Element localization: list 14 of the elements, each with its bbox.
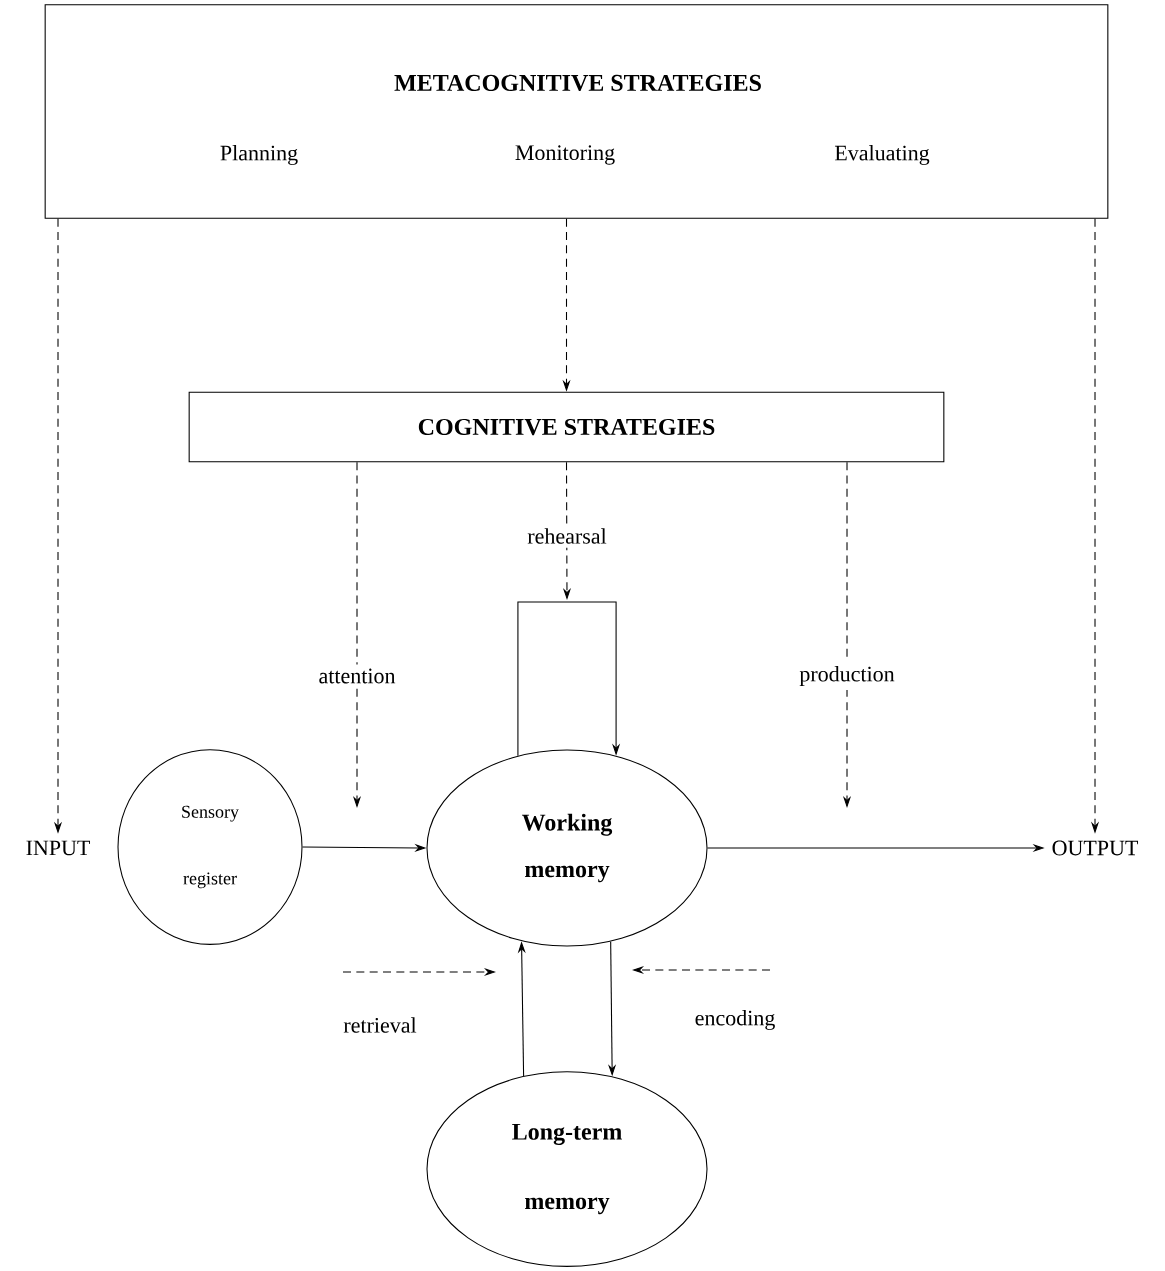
edge-label: attention bbox=[314, 664, 400, 688]
strategy-box: COGNITIVE STRATEGIES bbox=[188, 391, 945, 463]
strategy-box bbox=[44, 4, 1109, 219]
flow-label: retrieval bbox=[340, 1014, 420, 1036]
flow-label: encoding bbox=[692, 1007, 778, 1033]
heading: METACOGNITIVE STRATEGIES bbox=[394, 74, 761, 92]
edge-label: rehearsal bbox=[523, 524, 611, 548]
edge-label: production bbox=[795, 662, 899, 690]
strategy-label: Evaluating bbox=[835, 145, 930, 165]
strategy-label: Planning bbox=[220, 145, 298, 165]
loop-arrow bbox=[517, 601, 621, 757]
strategy-label: Monitoring bbox=[515, 145, 615, 165]
flow-label: INPUT bbox=[18, 834, 98, 862]
flow-label: OUTPUT bbox=[1052, 840, 1138, 856]
